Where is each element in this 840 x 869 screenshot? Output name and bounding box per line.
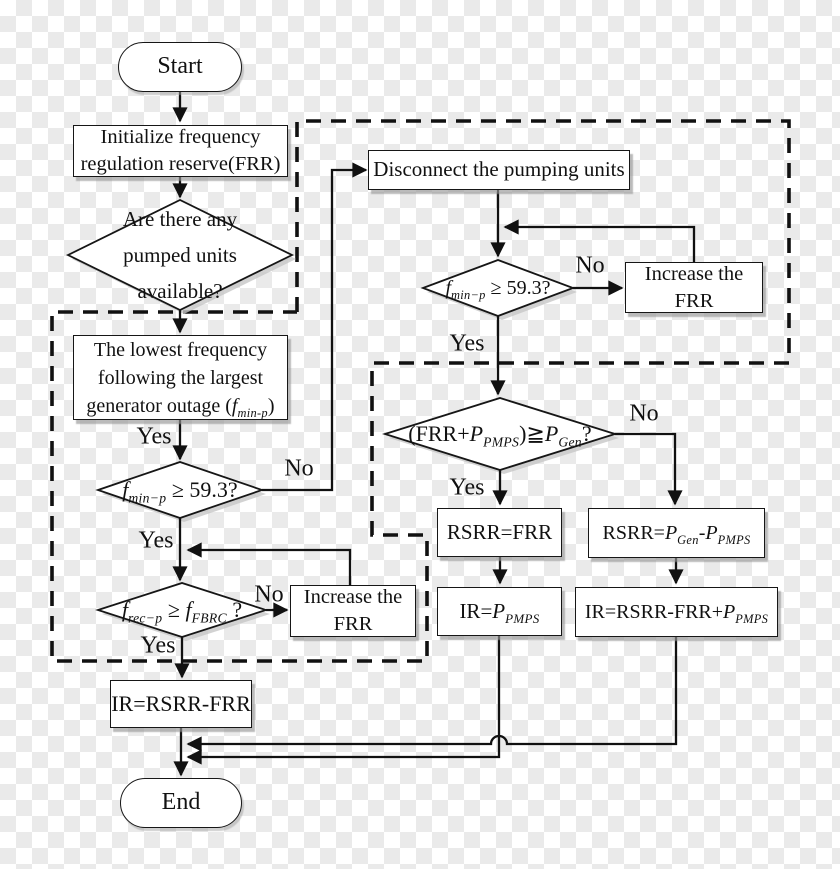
edge-label-yes-frecp: Yes [140, 632, 176, 659]
arrow-fminp-no-to-disconnect [262, 162, 368, 492]
fminp-symbol: f [445, 276, 452, 299]
arrow-increase-right-feedback [503, 219, 696, 262]
fminp-symbol: f [231, 394, 238, 417]
ppmps-symbol: P [492, 598, 506, 623]
ir-rsrr-frr-node: IR=RSRR-FRR [110, 680, 252, 728]
edge-label-yes-capacity: Yes [449, 474, 485, 501]
decision-frecp-text: frec−p ≥ fFBRC ? [121, 597, 243, 626]
edge-label-yes-fminp-left: Yes [138, 527, 174, 554]
frecp-symbol: f [121, 597, 128, 622]
rsrr-frr-node: RSRR=FRR [437, 508, 562, 557]
lowest-frequency-node: The lowest frequency following the large… [73, 335, 288, 420]
arrow-irppmps-to-end-line [186, 636, 501, 765]
arrow-irlong-to-end-line [186, 637, 678, 752]
arrow-increase-left-feedback [186, 542, 352, 586]
init-line-2: regulation reserve(FRR) [80, 153, 281, 175]
pgen-symbol: P [544, 421, 559, 446]
edge-label-yes-lowest-to-fminp: Yes [136, 423, 172, 450]
solid-connectors [172, 92, 696, 777]
ir-ppmps-node: IR=PPMPS [437, 587, 562, 636]
init-line-1: Initialize frequency [100, 126, 261, 149]
diamond-pumped-units [65, 198, 295, 312]
arrow-capacity-no [615, 432, 683, 506]
decision-fminp-left-text: fmin−p ≥ 59.3? [122, 477, 238, 506]
ffbrc-symbol: f [185, 597, 192, 622]
increase-frr-right-node: Increase the FRR [625, 262, 763, 313]
lowest-line-1: The lowest frequency [93, 338, 268, 361]
edge-label-no-fminp-right: No [575, 252, 605, 279]
pumped-line-3: available? [137, 279, 223, 304]
pgen-symbol: P [664, 522, 678, 544]
ir-rsrr-frr-ppmps-node: IR=RSRR-FRR+PPMPS [575, 587, 778, 637]
fminp-symbol: f [122, 477, 129, 502]
decision-diamonds [65, 198, 619, 638]
decision-capacity-text: (FRR+PPMPS)≧PGen? [408, 421, 592, 450]
start-node: Start [118, 42, 242, 92]
edge-label-no-capacity: No [629, 400, 659, 427]
edge-label-no-fminp-left: No [284, 455, 314, 482]
start-label: Start [157, 53, 203, 80]
decision-pumped-units-text: Are there any pumped units available? [80, 200, 280, 310]
pumped-line-1: Are there any [122, 206, 238, 231]
dashed-region-boundary [50, 119, 791, 663]
end-label: End [161, 789, 201, 816]
disconnect-pumping-node: Disconnect the pumping units [368, 150, 630, 190]
lowest-line-3: generator outage (fmin-p) [86, 394, 275, 420]
rsrr-pgen-pmps-node: RSRR=PGen-PPMPS [588, 508, 765, 558]
increase-frr-left-node: Increase the FRR [290, 585, 416, 637]
lowest-line-2: following the largest [97, 366, 264, 389]
pumped-line-2: pumped units [123, 242, 237, 267]
edge-label-no-frecp: No [254, 581, 284, 608]
decision-fminp-right-text: fmin−p ≥ 59.3? [445, 276, 551, 302]
initialize-frr-node: Initialize frequency regulation reserve(… [73, 125, 288, 177]
ppmps-symbol: P [705, 522, 718, 544]
edge-label-yes-fminp-right: Yes [449, 330, 485, 357]
ppmps-symbol: P [469, 421, 484, 446]
end-node: End [120, 778, 242, 828]
ppmps-symbol: P [723, 601, 736, 623]
